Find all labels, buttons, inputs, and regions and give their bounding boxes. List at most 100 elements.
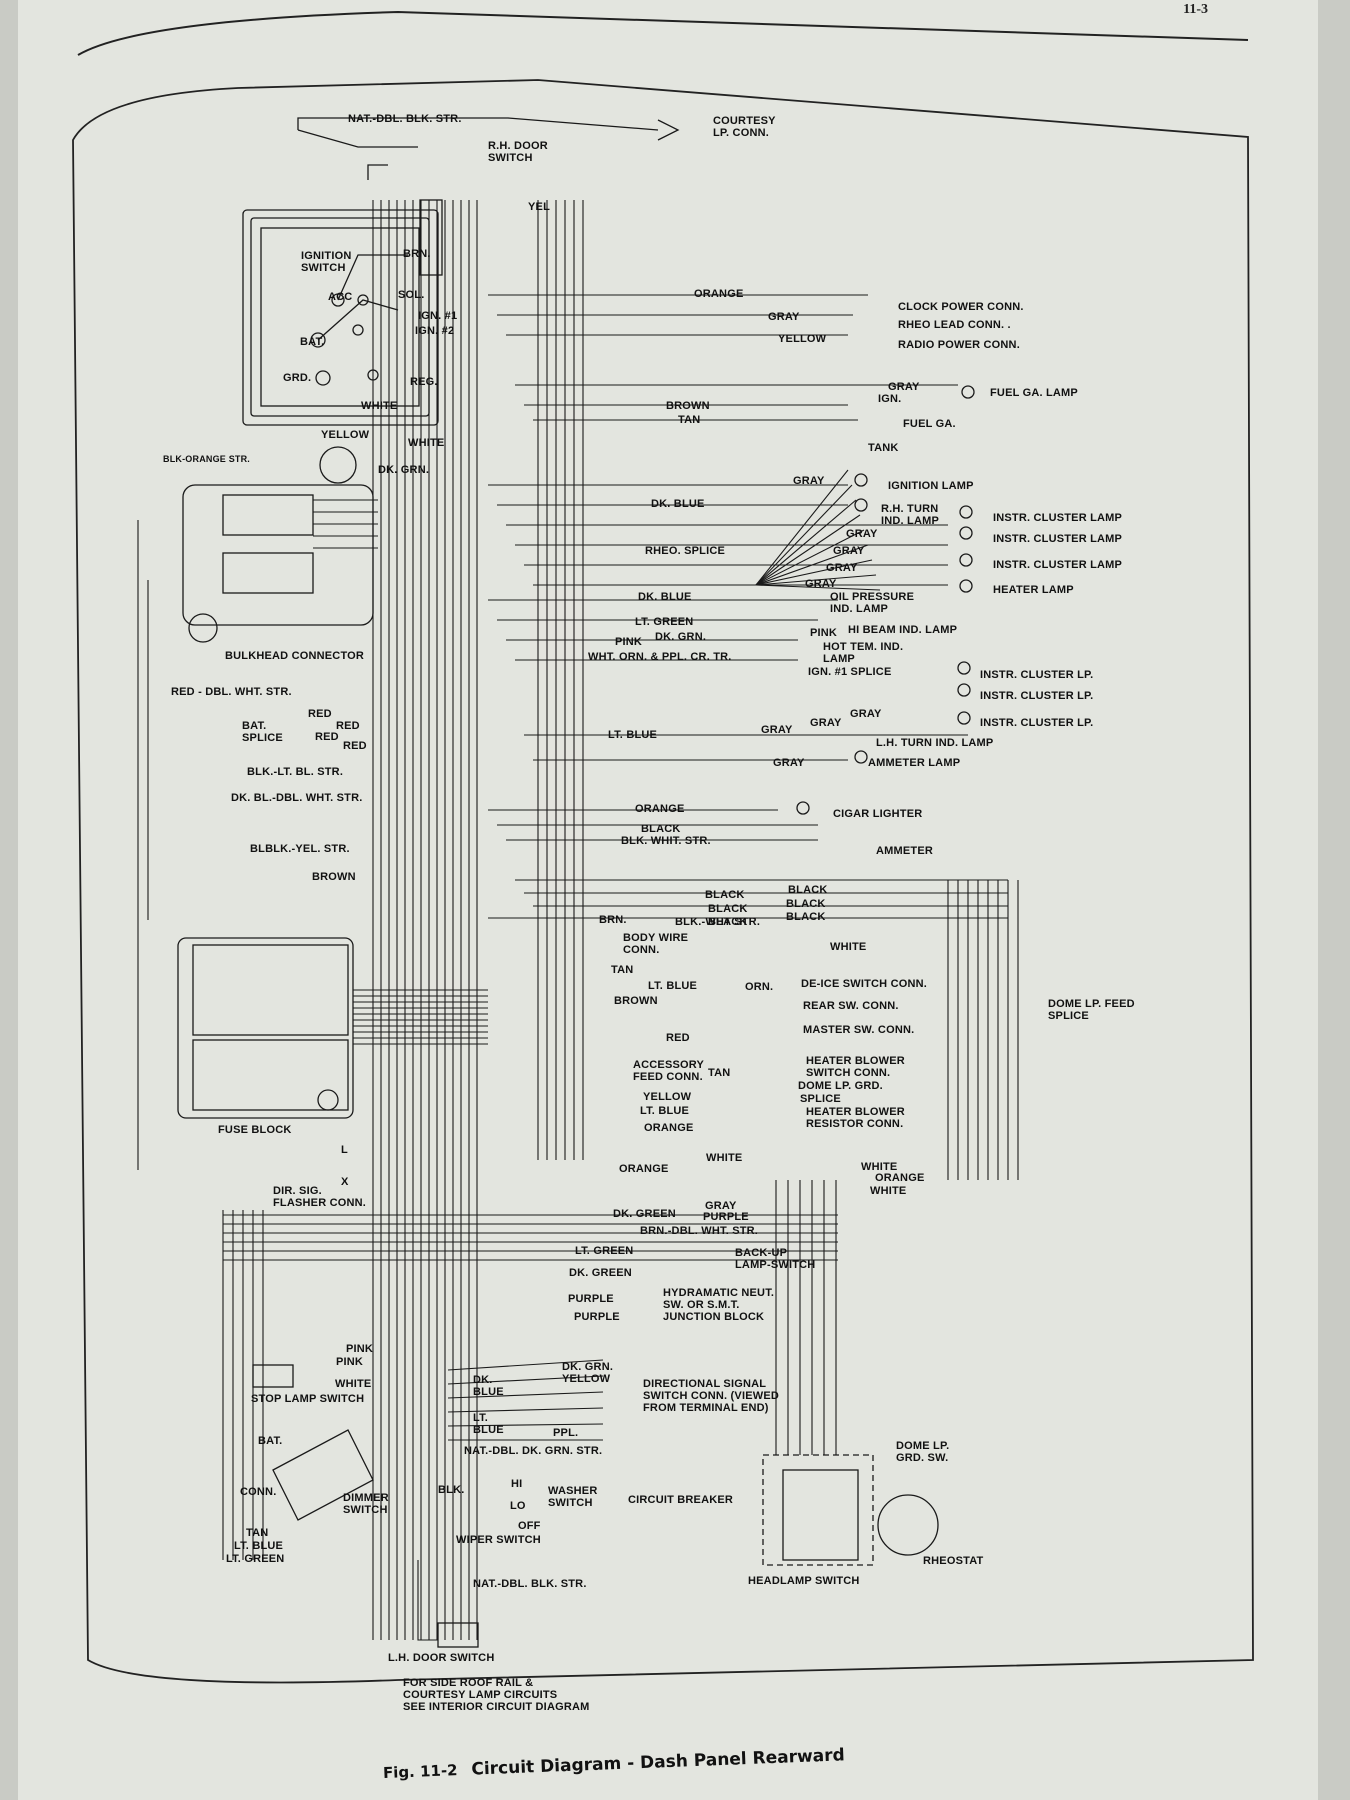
blk-whit-str-label: BLK. WHIT. STR.	[621, 835, 711, 847]
dome-lp-grd-sw-label: DOME LP. GRD. SW.	[896, 1440, 950, 1464]
wire	[447, 1423, 604, 1427]
rh-turn-ind-lamp-label: R.H. TURN IND. LAMP	[881, 503, 940, 527]
white-7-label: WHITE	[335, 1378, 372, 1390]
de-ice-switch-conn-label: DE-ICE SWITCH CONN.	[801, 978, 928, 990]
bat-splice-label: BAT. SPLICE	[242, 720, 283, 744]
lamp-symbol	[854, 750, 868, 764]
white-6-label: WHITE	[870, 1185, 907, 1197]
body-wire-conn-label: BODY WIRE CONN.	[623, 932, 689, 956]
black-2-label: BLACK	[705, 889, 745, 901]
dk-green-1-label: DK. GREEN	[613, 1208, 676, 1220]
tan-1-label: TAN	[678, 414, 701, 426]
instr-cluster-lp-2-label: INSTR. CLUSTER LP.	[980, 690, 1094, 702]
wire	[417, 1560, 438, 1641]
white-3-label: WHITE	[830, 941, 867, 953]
conn-label: CONN.	[240, 1486, 277, 1498]
lt-blue-2-label: LT. BLUE	[648, 980, 698, 992]
ign2-label: IGN. #2	[415, 325, 455, 337]
red-1-label: RED	[308, 708, 332, 720]
ppl-label: PPL.	[553, 1427, 579, 1439]
purple-1-label: PURPLE	[703, 1211, 749, 1223]
lamp-symbol	[957, 661, 971, 675]
gray-fuel-label: GRAY	[888, 381, 920, 393]
purple-2-label: PURPLE	[568, 1293, 614, 1305]
pink-4-label: PINK	[336, 1356, 364, 1368]
ign1-splice-label: IGN. #1 SPLICE	[808, 666, 892, 678]
orange-4-label: ORANGE	[619, 1163, 669, 1175]
lamp-symbol	[957, 711, 971, 725]
lt-green-3-label: LT. GREEN	[226, 1553, 285, 1565]
lh-door-switch-label: L.H. DOOR SWITCH	[388, 1652, 495, 1664]
wire	[755, 514, 861, 586]
dk-blue-3-label: DK. BLUE	[473, 1374, 504, 1398]
wire	[755, 529, 865, 586]
stop-lamp-switch-label: STOP LAMP SWITCH	[251, 1393, 365, 1405]
ammeter-lamp-label: AMMETER LAMP	[868, 757, 961, 769]
brn-2-label: BRN.	[599, 914, 627, 926]
red-3-label: RED	[315, 731, 339, 743]
white-2-label: WHITE	[408, 437, 445, 449]
rheo-lead-conn-label: RHEO LEAD CONN. .	[898, 319, 1011, 331]
bat-label: BAT.	[300, 336, 325, 348]
manual-page: 11-3	[18, 0, 1318, 1800]
instr-cluster-lp-1-label: INSTR. CLUSTER LP.	[980, 669, 1094, 681]
gray-ign-lamp-label: GRAY	[793, 475, 825, 487]
black-5-label: BLACK	[786, 898, 826, 910]
red-dbl-wht-str-label: RED - DBL. WHT. STR.	[171, 686, 292, 698]
lamp-symbol	[959, 505, 973, 519]
wire	[755, 559, 873, 586]
gray-g-label: GRAY	[761, 724, 793, 736]
bulkhead-connector-label: BULKHEAD CONNECTOR	[225, 650, 365, 662]
gray-1-label: GRAY	[768, 311, 800, 323]
acc-label: ACC	[328, 291, 353, 303]
wire	[447, 1391, 604, 1399]
hydramatic-label: HYDRAMATIC NEUT. SW. OR S.M.T. JUNCTION …	[663, 1287, 775, 1323]
accessory-feed-conn-label: ACCESSORY FEED CONN.	[633, 1059, 705, 1083]
splice-label: SPLICE	[800, 1093, 841, 1105]
black-1-label: BLACK	[641, 823, 681, 835]
yellow-2-label: YELLOW	[643, 1091, 692, 1103]
nat-dbl-blk-str-top-label: NAT.-DBL. BLK. STR.	[348, 113, 462, 125]
headlamp-switch-label: HEADLAMP SWITCH	[748, 1575, 860, 1587]
lt-green-1-label: LT. GREEN	[635, 616, 694, 628]
lamp-symbol	[854, 498, 868, 512]
backup-lamp-switch-label: BACK-UP LAMP-SWITCH	[735, 1247, 816, 1271]
wire	[755, 584, 881, 591]
wire	[447, 1375, 604, 1385]
dk-grn-1-label: DK. GRN.	[378, 464, 430, 476]
oil-pressure-ind-lamp-label: OIL PRESSURE IND. LAMP	[830, 591, 915, 615]
ign1-label: IGN. #1	[418, 310, 458, 322]
lamp-symbol	[959, 579, 973, 593]
black-6-label: BLACK	[708, 916, 748, 928]
wire	[755, 499, 857, 586]
pink-1-label: PINK	[810, 627, 838, 639]
gray-h-label: GRAY	[773, 757, 805, 769]
black-4-label: BLACK	[708, 903, 748, 915]
lt-blue-5-label: LT. BLUE	[234, 1540, 284, 1552]
fuse-block	[177, 937, 354, 1119]
dome-lp-feed-splice-label: DOME LP. FEED SPLICE	[1048, 998, 1135, 1022]
dome-lp-grd-label: DOME LP. GRD.	[798, 1080, 883, 1092]
rear-sw-conn-label: REAR SW. CONN.	[803, 1000, 899, 1012]
gray-c-label: GRAY	[826, 562, 858, 574]
hi-beam-ind-lamp-label: HI BEAM IND. LAMP	[848, 624, 958, 636]
orange-5-label: ORANGE	[875, 1172, 925, 1184]
blk-wht-str-label: BLK.-WHT STR.	[675, 916, 761, 928]
lamp-symbol	[959, 553, 973, 567]
dk-green-2-label: DK. GREEN	[569, 1267, 632, 1279]
gray-a-label: GRAY	[846, 528, 878, 540]
wire	[755, 469, 849, 586]
ammeter-label: AMMETER	[876, 845, 934, 857]
headlamp-switch-body	[762, 1454, 874, 1566]
yellow-ign-label: YELLOW	[321, 429, 370, 441]
dk-grn-3-label: DK. GRN.	[562, 1361, 614, 1373]
ign-fuel-label: IGN.	[878, 393, 902, 405]
dk-bl-dbl-wht-str-label: DK. BL.-DBL. WHT. STR.	[231, 792, 363, 804]
tan-2-label: TAN	[611, 964, 634, 976]
sol-label: SOL.	[398, 289, 425, 301]
brn-dbl-wht-str-label: BRN.-DBL. WHT. STR.	[640, 1225, 759, 1237]
heater-blower-resistor-conn-label: HEATER BLOWER RESISTOR CONN.	[806, 1106, 905, 1130]
brown-2-label: BROWN	[312, 871, 356, 883]
yellow-3-label: YELLOW	[562, 1373, 611, 1385]
lamp-symbol	[854, 473, 868, 487]
